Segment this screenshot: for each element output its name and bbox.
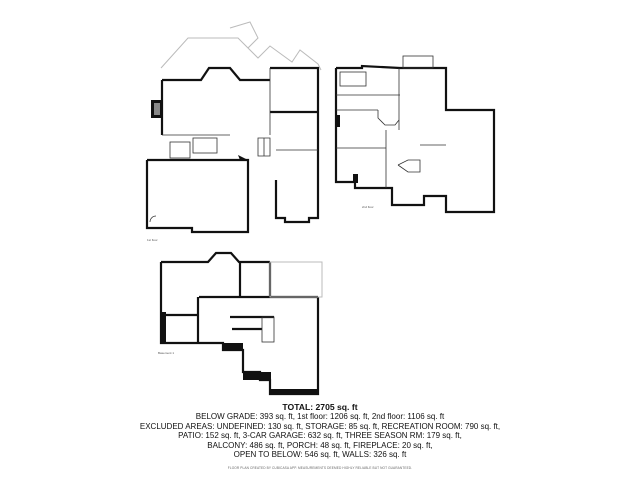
second-floor-plan: 2nd floor [334, 55, 496, 214]
summary-line: PATIO: 152 sq. ft, 3-CAR GARAGE: 632 sq.… [178, 431, 462, 441]
area-summary: TOTAL: 2705 sq. ft BELOW GRADE: 393 sq. … [0, 402, 640, 470]
summary-line: BELOW GRADE: 393 sq. ft, 1st floor: 1206… [195, 412, 445, 421]
deck-outline-2 [229, 21, 259, 49]
first-floor-label: 1st floor [147, 238, 158, 242]
basement-label: Basement 1 [158, 351, 174, 355]
first-floor-plan: 1st floor [145, 21, 322, 242]
deck-outline [160, 37, 322, 71]
summary-line: BALCONY: 486 sq. ft, PORCH: 48 sq. ft, F… [207, 440, 433, 450]
summary-line: OPEN TO BELOW: 546 sq. ft, WALLS: 326 sq… [233, 450, 407, 460]
second-floor-label: 2nd floor [362, 205, 374, 209]
right-wing-walls [270, 66, 320, 224]
garage-walls [145, 158, 250, 234]
summary-line: EXCLUDED AREAS: UNDEFINED: 130 sq. ft, S… [139, 421, 501, 431]
basement-walls [161, 251, 270, 264]
basement-plan: Basement 1 [158, 251, 323, 396]
second-floor-walls [334, 64, 496, 214]
total-area: TOTAL: 2705 sq. ft [282, 402, 358, 412]
great-room-walls [162, 66, 270, 82]
disclaimer: FLOOR PLAN CREATED BY CUBICASA APP. MEAS… [227, 465, 413, 470]
